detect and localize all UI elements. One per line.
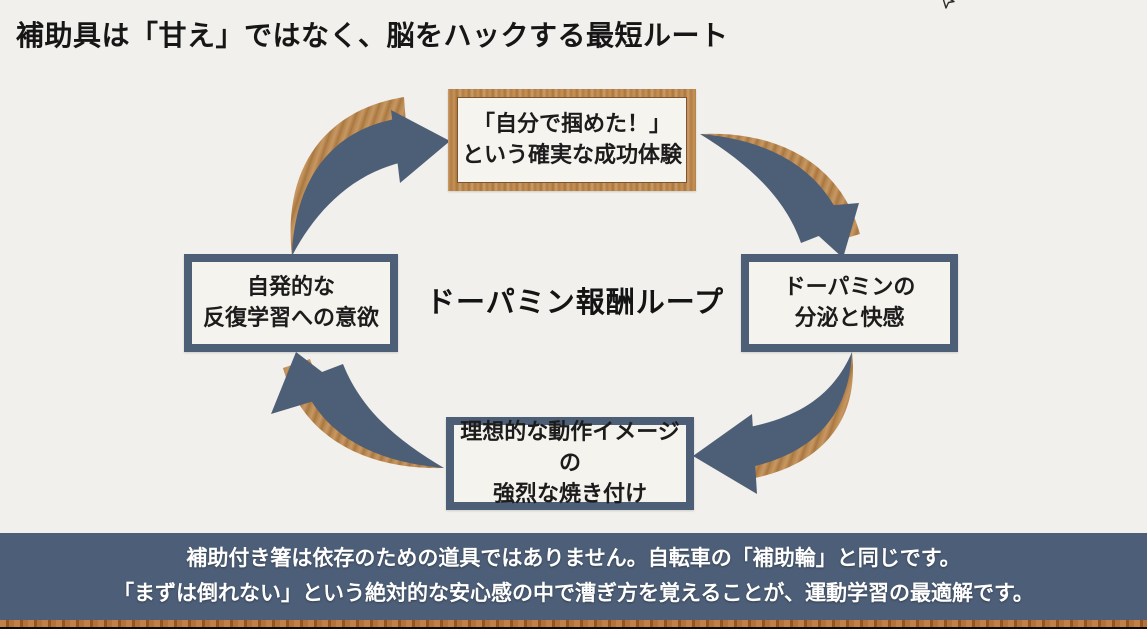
node-label-line: 自発的な (246, 274, 335, 300)
node-label-line: 分泌と快感 (794, 305, 905, 330)
wood-shelf-strip (0, 620, 1147, 627)
node-dopamine-release: ドーパミンの 分泌と快感 (741, 254, 958, 352)
node-label-line: 強烈な焼き付け (492, 480, 647, 506)
node-voluntary-repetition: 自発的な 反復学習への意欲 (184, 254, 398, 352)
node-label-line: 反復学習への意欲 (202, 305, 379, 330)
node-success-experience: 「自分で掴めた！」 という確実な成功体験 (448, 89, 696, 191)
node-success-experience-panel: 「自分で掴めた！」 という確実な成功体験 (457, 97, 687, 183)
bottom-black-strip (0, 627, 1147, 629)
footer-line-2: 「まずは倒れない」という絶対的な安心感の中で漕ぎ方を覚えることが、運動学習の最適… (113, 581, 1034, 605)
node-label-line: という確実な成功体験 (461, 142, 682, 167)
cycle-arrow-bottom-to-left (271, 352, 444, 468)
cycle-arrow-left-to-top (292, 110, 450, 256)
node-motion-image-imprint: 理想的な動作イメージの 強烈な焼き付け (446, 417, 694, 510)
slide-title: 補助具は「甘え」ではなく、脳をハックする最短ルート (16, 20, 729, 51)
node-label-line: ドーパミンの (783, 274, 916, 300)
footer-banner: 補助付き箸は依存のための道具ではありません。自転車の「補助輪」と同じです。 「ま… (0, 533, 1147, 620)
cycle-arrow-top-to-right (700, 134, 859, 258)
node-label-line: 「自分で掴めた！」 (472, 111, 671, 137)
footer-line-1: 補助付き箸は依存のための道具ではありません。自転車の「補助輪」と同じです。 (186, 547, 961, 571)
cycle-center-label: ドーパミン報酬ループ (426, 287, 724, 319)
cycle-arrow-right-to-bottom (693, 352, 852, 494)
node-label-line: 理想的な動作イメージの (460, 419, 680, 476)
mouse-cursor (942, 0, 955, 9)
